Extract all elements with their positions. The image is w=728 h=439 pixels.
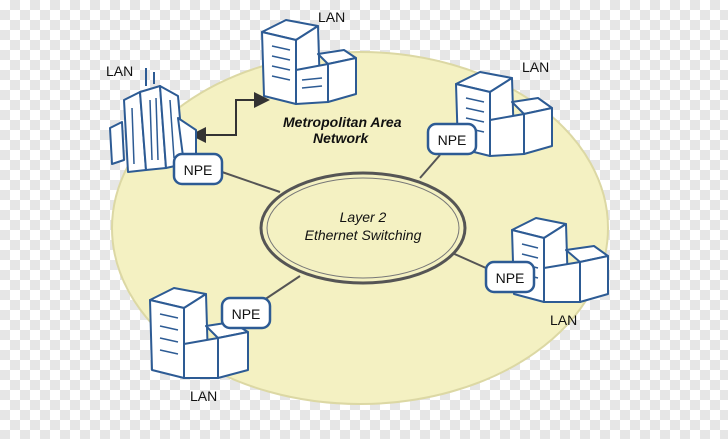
lan-label-top-right: LAN (522, 59, 549, 75)
npe-node-bottom-left: NPE (220, 296, 272, 330)
diagram-title-line2: Network (313, 130, 369, 146)
npe-label: NPE (438, 132, 467, 148)
links (221, 154, 487, 301)
core-label-line1: Layer 2 (340, 209, 387, 225)
lan-label-bottom-left: LAN (190, 388, 217, 404)
link-npe-top-right (419, 154, 441, 179)
lan-label-right: LAN (550, 312, 577, 328)
npe-label: NPE (184, 162, 213, 178)
link-npe-right (449, 251, 487, 269)
npe-node-top-left: NPE (172, 152, 224, 186)
npe-node-right: NPE (484, 260, 536, 294)
npe-label: NPE (232, 306, 261, 322)
core-label-line2: Ethernet Switching (305, 227, 422, 243)
server-lan-icon (261, 19, 357, 105)
diagram-title-line1: Metropolitan Area (283, 114, 402, 130)
server-lan-icon (149, 287, 249, 379)
npe-node-top-right: NPE (426, 122, 478, 156)
lan-connection-arrow (190, 92, 270, 143)
link-npe-bottom-left (263, 275, 301, 301)
lan-label-top-center: LAN (318, 9, 345, 25)
npe-label: NPE (496, 270, 525, 286)
lan-label-top-left: LAN (106, 63, 133, 79)
core-switching-ring (259, 171, 467, 285)
core-switching-ring-inner (266, 177, 460, 279)
link-npe-top-left (221, 171, 281, 193)
